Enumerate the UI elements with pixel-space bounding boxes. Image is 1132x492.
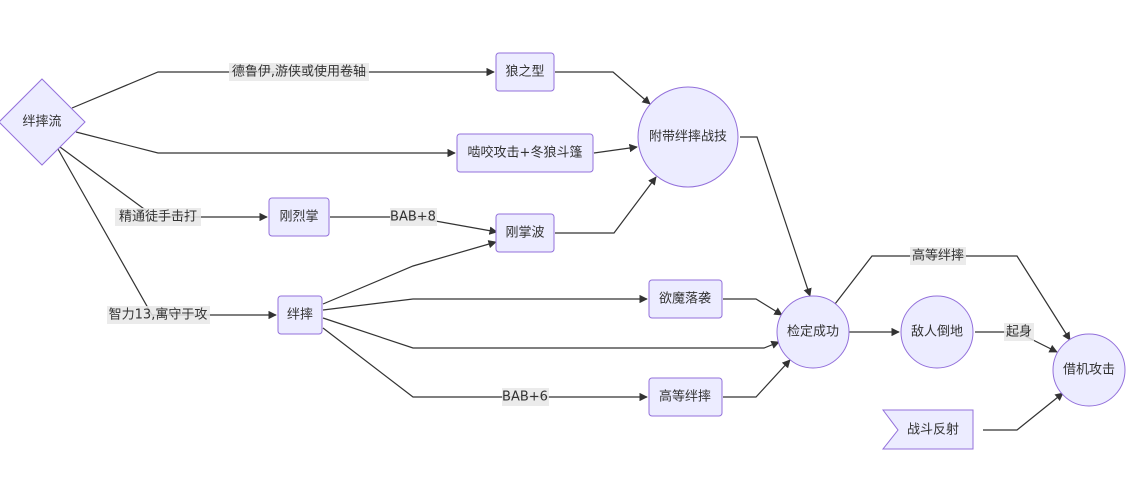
node-check-success-label: 检定成功 <box>787 325 839 340</box>
node-palm-wave-label: 刚掌波 <box>505 226 544 241</box>
edge-wolf-form-attached <box>555 71 651 105</box>
node-bite-label: 啮咬攻击+冬狼斗篷 <box>468 145 583 161</box>
node-aoo[interactable]: 借机攻击 <box>1052 333 1126 407</box>
nodes: 绊摔流 狼之型 啮咬攻击+冬狼斗篷 附带绊摔战技 刚烈掌 刚掌波 绊摔 <box>0 52 1126 450</box>
edge-start-bite <box>75 131 456 158</box>
edge-start-trip <box>57 148 277 320</box>
edge-greater-trip-check <box>723 359 791 398</box>
edge-trip-greater-trip <box>322 327 648 402</box>
edge-trip-desire-fall <box>322 294 648 311</box>
node-wolf-form-label: 狼之型 <box>505 65 544 80</box>
edge-palm-wave-attached <box>555 176 657 234</box>
node-palm-wave[interactable]: 刚掌波 <box>495 213 555 253</box>
node-greater-trip-label: 高等绊摔 <box>659 389 711 405</box>
edge-attached-check <box>740 136 812 297</box>
node-trip-label: 绊摔 <box>287 307 313 323</box>
node-enemy-prone-label: 敌人倒地 <box>911 325 963 340</box>
edge-reflexes-aoo <box>983 392 1064 431</box>
edge-start-wolf-form <box>71 67 495 109</box>
node-desire-fall-label: 欲魔落袭 <box>659 291 711 307</box>
node-aoo-label: 借机攻击 <box>1063 363 1115 378</box>
edge-trip-palm-wave <box>322 240 497 305</box>
edge-desire-fall-check <box>723 298 783 316</box>
edge-label-druid: 德鲁伊,游侠或使用卷轴 <box>232 64 366 80</box>
edge-label-unarmed: 精通徒手击打 <box>119 210 197 225</box>
node-desire-fall[interactable]: 欲魔落袭 <box>648 279 723 319</box>
edge-labels: 德鲁伊,游侠或使用卷轴 精通徒手击打 智力13,寓守于攻 BAB+8 BAB+6… <box>107 63 1034 406</box>
node-wolf-form[interactable]: 狼之型 <box>495 52 555 92</box>
edge-bite-attached <box>593 143 638 154</box>
node-attached-trip[interactable]: 附带绊摔战技 <box>637 86 739 188</box>
edge-trip-check <box>322 317 780 349</box>
edge-label-bab6: BAB+6 <box>502 390 548 405</box>
node-combat-reflexes-label: 战斗反射 <box>907 422 959 438</box>
node-trip[interactable]: 绊摔 <box>277 295 323 335</box>
node-enemy-prone[interactable]: 敌人倒地 <box>900 295 974 369</box>
edge-label-stand-up: 起身 <box>1006 324 1032 340</box>
node-combat-reflexes[interactable]: 战斗反射 <box>881 409 974 450</box>
node-iron-palm[interactable]: 刚烈掌 <box>268 197 330 237</box>
node-attached-trip-label: 附带绊摔战技 <box>649 129 727 145</box>
node-iron-palm-label: 刚烈掌 <box>279 210 318 225</box>
node-start[interactable]: 绊摔流 <box>0 78 86 166</box>
node-start-label: 绊摔流 <box>22 114 61 130</box>
edge-label-bab8: BAB+8 <box>390 210 436 225</box>
node-greater-trip[interactable]: 高等绊摔 <box>648 377 723 417</box>
edge-label-greater-trip: 高等绊摔 <box>912 248 964 264</box>
edge-label-int13: 智力13,寓守于攻 <box>109 307 208 323</box>
node-check-success[interactable]: 检定成功 <box>776 295 850 369</box>
node-bite[interactable]: 啮咬攻击+冬狼斗篷 <box>456 133 594 173</box>
